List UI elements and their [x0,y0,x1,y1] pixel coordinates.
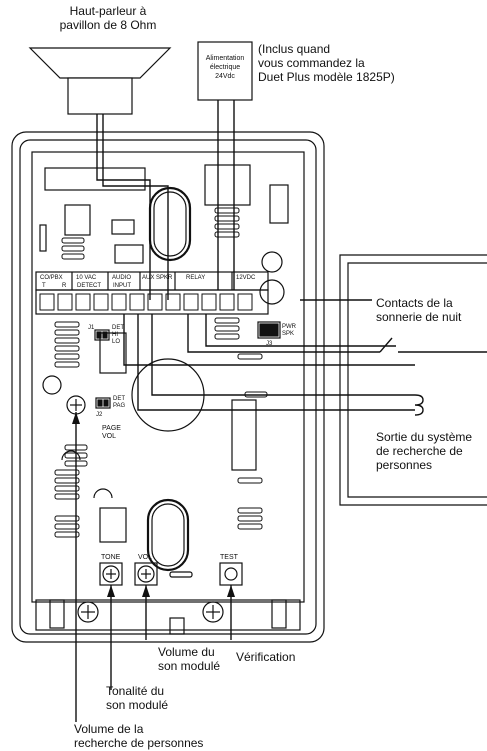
j1-hi: HI [112,332,118,338]
speaker-label: Haut-parleur à pavillon de 8 Ohm [48,4,168,32]
j2-det: DET [113,396,125,402]
power-supply-box [197,41,253,101]
test-label: Vérification [236,650,296,664]
power-note-line3: Duet Plus modèle 1825P) [258,70,395,84]
paging-output-line1: Sortie du système [376,430,473,444]
test-button-label: TEST [220,554,239,561]
power-note-line1: (Inclus quand [258,42,331,56]
paging-output-line3: personnes [376,458,433,472]
power-box-label: Alimentation électrique 24Vdc [198,54,252,81]
tone-label: Tonalité du son modulé [106,684,168,712]
speaker-driver [67,77,133,115]
speaker-horn [28,47,172,79]
tone-pot-label: TONE [101,554,121,561]
j2-label: J2 [96,412,103,418]
page-volume-label: Volume de la recherche de personnes [74,722,203,750]
j3-pwr: PWR [282,324,297,330]
vol-pot-label: VOL [138,554,152,561]
j3-spk: SPK [282,331,294,337]
power-box-line3: 24Vdc [215,73,235,80]
tone-line2: son modulé [106,698,169,712]
vol-label: VOL [102,433,116,440]
night-bell-line2: sonnerie de nuit [376,310,462,324]
page-volume-line1: Volume de la [74,722,144,736]
circuit-board [31,151,305,603]
speaker-label-line2: pavillon de 8 Ohm [59,18,157,32]
screw-left [77,601,99,623]
test-button [219,562,243,586]
j2-pag: PAG [113,403,126,409]
hdr-audio: AUDIO [112,275,131,281]
sub-input: INPUT [113,283,131,289]
power-box-line1: Alimentation [205,55,245,62]
j1-det: DET [112,325,124,331]
enclosure-inner [19,139,317,635]
page-volume-line2: recherche de personnes [74,736,204,750]
power-box-line2: électrique [209,64,241,71]
hdr-12vdc: 12VDC [236,275,256,281]
sub-t: T [42,283,46,289]
tone-line1: Tonalité du [106,684,165,698]
sub-r: R [62,283,67,289]
mounting-slot [148,186,192,262]
mounting-slot-bottom [146,498,190,572]
power-note-line2: vous commandez la [258,56,365,70]
enclosure-outer [11,131,325,643]
paging-output-label: Sortie du système de recherche de person… [376,430,472,472]
tone-volume-label: Volume du son modulé [158,645,220,673]
page-label: PAGE [102,425,121,432]
j3-label: J3 [266,341,273,347]
screw-right [202,601,224,623]
j2-jumper [95,397,111,409]
power-note: (Inclus quand vous commandez la Duet Plu… [258,42,395,84]
hdr-co-pbx: CO/PBX [40,275,63,281]
hdr-10vac: 10 VAC [76,275,97,281]
night-bell-box [339,254,487,506]
paging-output-line2: de recherche de [376,444,463,458]
hdr-aux-spkr: AUX SPKR [142,275,173,281]
j1-lo: LO [112,339,120,345]
j1-label: J1 [88,325,95,331]
j1-jumper [94,329,110,341]
speaker-label-line1: Haut-parleur à [69,4,147,18]
night-bell-label: Contacts de la sonnerie de nuit [376,296,461,324]
j3-jumper [257,321,281,339]
night-bell-line1: Contacts de la [376,296,453,310]
hdr-relay: RELAY [186,275,205,281]
sub-detect: DETECT [77,283,101,289]
tone-volume-line2: son modulé [158,659,221,673]
tone-volume-line1: Volume du [158,645,215,659]
